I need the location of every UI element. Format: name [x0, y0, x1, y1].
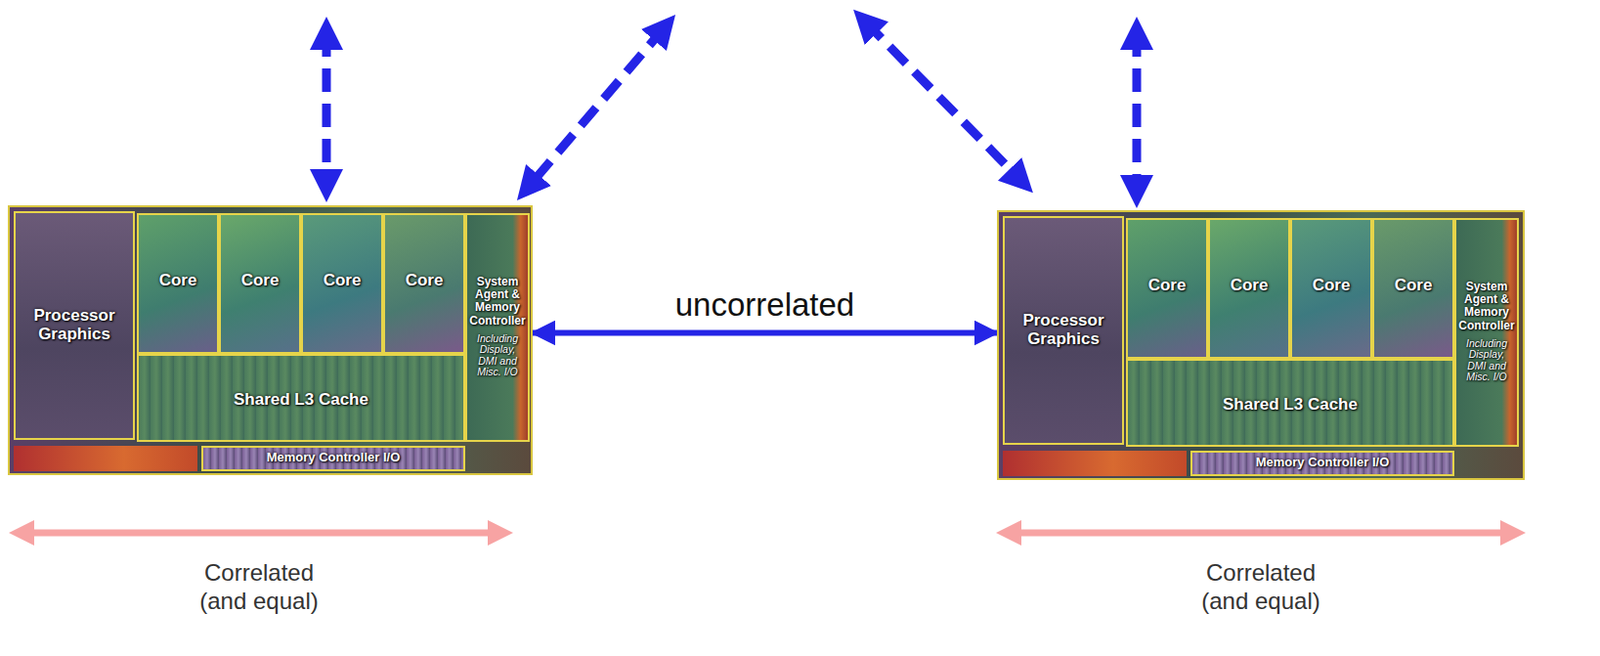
region-label: Processor Graphics	[15, 306, 133, 344]
core-block: Core	[1290, 217, 1373, 359]
die-strip	[13, 445, 198, 472]
processor-die: Processor Graphics Core Core Core Core System…	[7, 205, 533, 476]
region-label: Including Display, DMI and Misc. I/O	[1456, 338, 1517, 384]
core-block: Core	[218, 213, 302, 354]
die-region: System Agent & Memory ControllerIncludin…	[465, 213, 530, 442]
die-region: Memory Controller I/O	[201, 445, 466, 472]
span-arrow	[21, 529, 501, 537]
core-block: Core	[1208, 217, 1291, 359]
region-label: Including Display, DMI and Misc. I/O	[467, 333, 528, 379]
die-region: Processor Graphics	[13, 211, 135, 440]
core-block: Core	[383, 213, 466, 354]
region-label: Core	[238, 271, 283, 291]
core-block: Core	[1372, 217, 1455, 359]
region-label: Processor Graphics	[1004, 311, 1123, 348]
region-label: Core	[1391, 276, 1436, 296]
dashed-arrow	[322, 33, 332, 186]
span-arrow	[1008, 529, 1514, 537]
region-label: Memory Controller I/O	[263, 450, 404, 465]
die-region: Processor Graphics	[1002, 216, 1125, 445]
die-strip	[1002, 450, 1187, 476]
core-block: Core	[301, 213, 384, 354]
processor-die: Processor Graphics Core Core Core Core System…	[996, 210, 1525, 480]
region-label: Core	[320, 271, 365, 291]
region-label: System Agent & Memory Controller	[1455, 280, 1517, 333]
region-label: Core	[1145, 276, 1190, 296]
die-region: System Agent & Memory ControllerIncludin…	[1454, 217, 1519, 447]
region-label: Shared L3 Cache	[1219, 395, 1361, 415]
region-label: Core	[1309, 276, 1354, 296]
region-label: Core	[156, 271, 201, 291]
die-region: Memory Controller I/O	[1190, 450, 1455, 476]
core-block: Core	[1125, 217, 1209, 359]
region-label: Core	[402, 271, 447, 291]
core-block: Core	[136, 213, 219, 354]
pink-arrows	[21, 529, 1514, 537]
dashed-arrow	[527, 27, 665, 188]
die-region: Shared L3 Cache	[1125, 358, 1455, 447]
region-label: Memory Controller I/O	[1253, 455, 1393, 470]
edge-label: uncorrelated	[671, 286, 859, 324]
die-region: Shared L3 Cache	[136, 353, 466, 442]
span-label: Correlated (and equal)	[185, 559, 333, 616]
connector-arrow	[532, 330, 997, 337]
region-label: Core	[1227, 276, 1272, 296]
dashed-arrow	[1132, 33, 1142, 192]
region-label: System Agent & Memory Controller	[466, 275, 528, 328]
region-label: Shared L3 Cache	[230, 390, 372, 410]
dashed-arrows	[326, 21, 1137, 192]
span-label: Correlated (and equal)	[1187, 559, 1335, 616]
dashed-arrow	[864, 21, 1022, 181]
